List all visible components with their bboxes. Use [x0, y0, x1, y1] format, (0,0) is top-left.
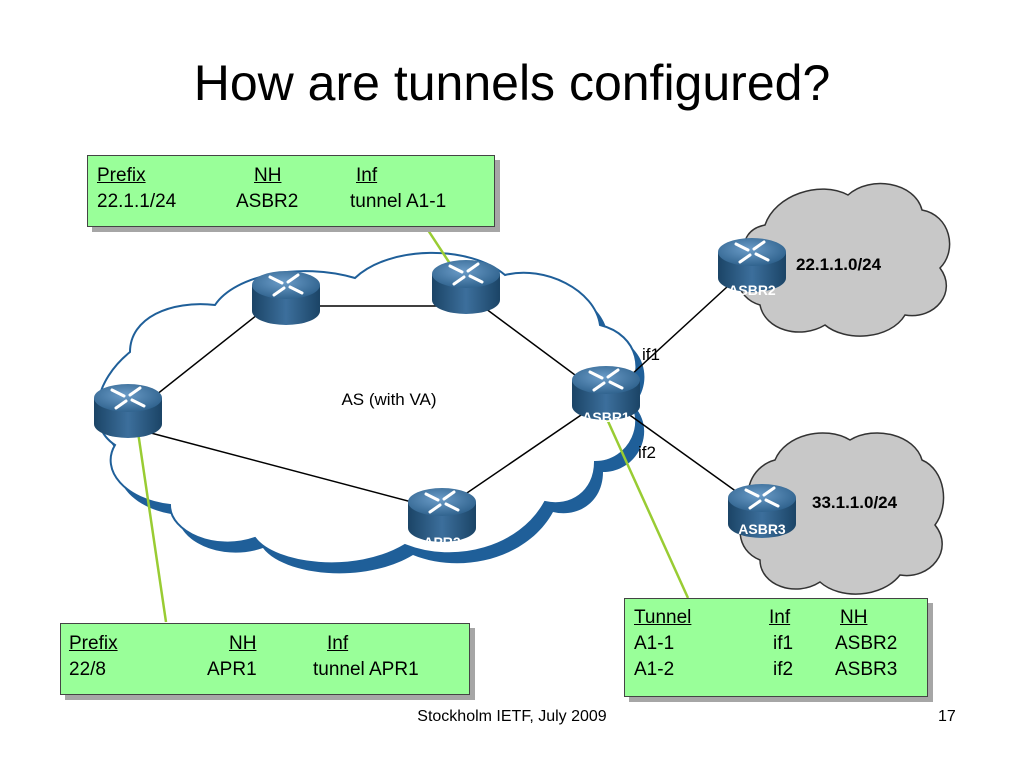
page-number: 17 — [938, 708, 956, 725]
table-cell-inf: if1 — [773, 633, 794, 654]
table-cell-nh: ASBR2 — [236, 191, 299, 212]
table-header-nh: NH — [229, 633, 257, 654]
router-arrows-icon — [268, 273, 304, 297]
router-arrows-icon — [744, 486, 780, 510]
router-arrows-icon — [448, 262, 484, 286]
table-cell-inf: if2 — [773, 659, 794, 680]
router-arrows-icon — [734, 240, 770, 264]
router-label-asbr3: ASBR3 — [738, 521, 786, 537]
router-label-apr2: APR2 — [423, 534, 461, 550]
interface-label-if2: if2 — [638, 443, 656, 462]
prefix-label-asbr3: 33.1.1.0/24 — [812, 493, 898, 512]
table-header-nh: NH — [254, 165, 282, 186]
callout-line-asbr1 — [600, 407, 690, 599]
router-r1: R1 — [94, 384, 162, 453]
router-r2: R2 — [252, 271, 320, 340]
callout-line-r1 — [136, 431, 168, 623]
router-asbr1: ASBR1 — [572, 366, 640, 425]
table-header-inf: Inf — [327, 633, 349, 654]
router-arrows-icon — [424, 490, 460, 514]
as-label: AS (with VA) — [341, 390, 436, 409]
table-header-row: Prefix NH Inf — [88, 163, 494, 189]
interface-label-if1: if1 — [642, 345, 660, 364]
table-cell-nh: APR1 — [207, 659, 257, 680]
router-arrows-icon — [110, 386, 146, 410]
table-cell-tunnel: A1-1 — [634, 633, 675, 654]
table-header-nh: NH — [840, 607, 868, 628]
table-row: 22/8 APR1 tunnel APR1 — [61, 657, 469, 683]
router-asbr3: ASBR3 — [728, 484, 796, 538]
footer-text: Stockholm IETF, July 2009 — [417, 708, 607, 725]
table-header-row: Tunnel Inf NH — [625, 605, 927, 631]
table-row: 22.1.1/24 ASBR2 tunnel A1-1 — [88, 189, 494, 215]
link-r1-apr2 — [131, 427, 443, 511]
router-label-asbr1: ASBR1 — [582, 409, 630, 425]
table-cell-inf: tunnel A1-1 — [350, 191, 447, 212]
router-asbr2: ASBR2 — [718, 238, 786, 298]
router-label-r1: R1 — [119, 437, 137, 453]
router-label-r2: R2 — [277, 324, 295, 340]
router-label-apr1: APR1 — [447, 312, 485, 328]
table-cell-nh: ASBR2 — [835, 633, 898, 654]
as-cloud — [96, 251, 638, 565]
link-apr2-asbr1 — [441, 397, 607, 511]
table-cell-nh: ASBR3 — [835, 659, 898, 680]
routing-table-r1: Prefix NH Inf 22/8 APR1 tunnel APR1 — [60, 623, 470, 695]
router-apr1: APR1 — [432, 260, 500, 328]
table-cell-prefix: 22/8 — [69, 659, 106, 680]
router-label-asbr2: ASBR2 — [728, 282, 776, 298]
router-arrows-icon — [588, 368, 624, 392]
table-header-prefix: Prefix — [69, 633, 118, 654]
tunnel-table-asbr1: Tunnel Inf NH A1-1 if1 ASBR2 A1-2 if2 AS… — [624, 598, 928, 697]
slide-title: How are tunnels configured? — [193, 55, 831, 111]
router-apr2: APR2 — [408, 488, 476, 550]
table-row: A1-1 if1 ASBR2 — [625, 631, 927, 657]
table-cell-tunnel: A1-2 — [634, 659, 675, 680]
table-header-tunnel: Tunnel — [634, 607, 692, 628]
table-cell-prefix: 22.1.1/24 — [97, 191, 177, 212]
table-cell-inf: tunnel APR1 — [313, 659, 419, 680]
table-header-inf: Inf — [356, 165, 378, 186]
table-row: A1-2 if2 ASBR3 — [625, 657, 927, 683]
prefix-label-asbr2: 22.1.1.0/24 — [796, 255, 882, 274]
table-header-prefix: Prefix — [97, 165, 146, 186]
table-header-inf: Inf — [769, 607, 791, 628]
routing-table-apr1: Prefix NH Inf 22.1.1/24 ASBR2 tunnel A1-… — [87, 155, 495, 227]
table-header-row: Prefix NH Inf — [61, 631, 469, 657]
